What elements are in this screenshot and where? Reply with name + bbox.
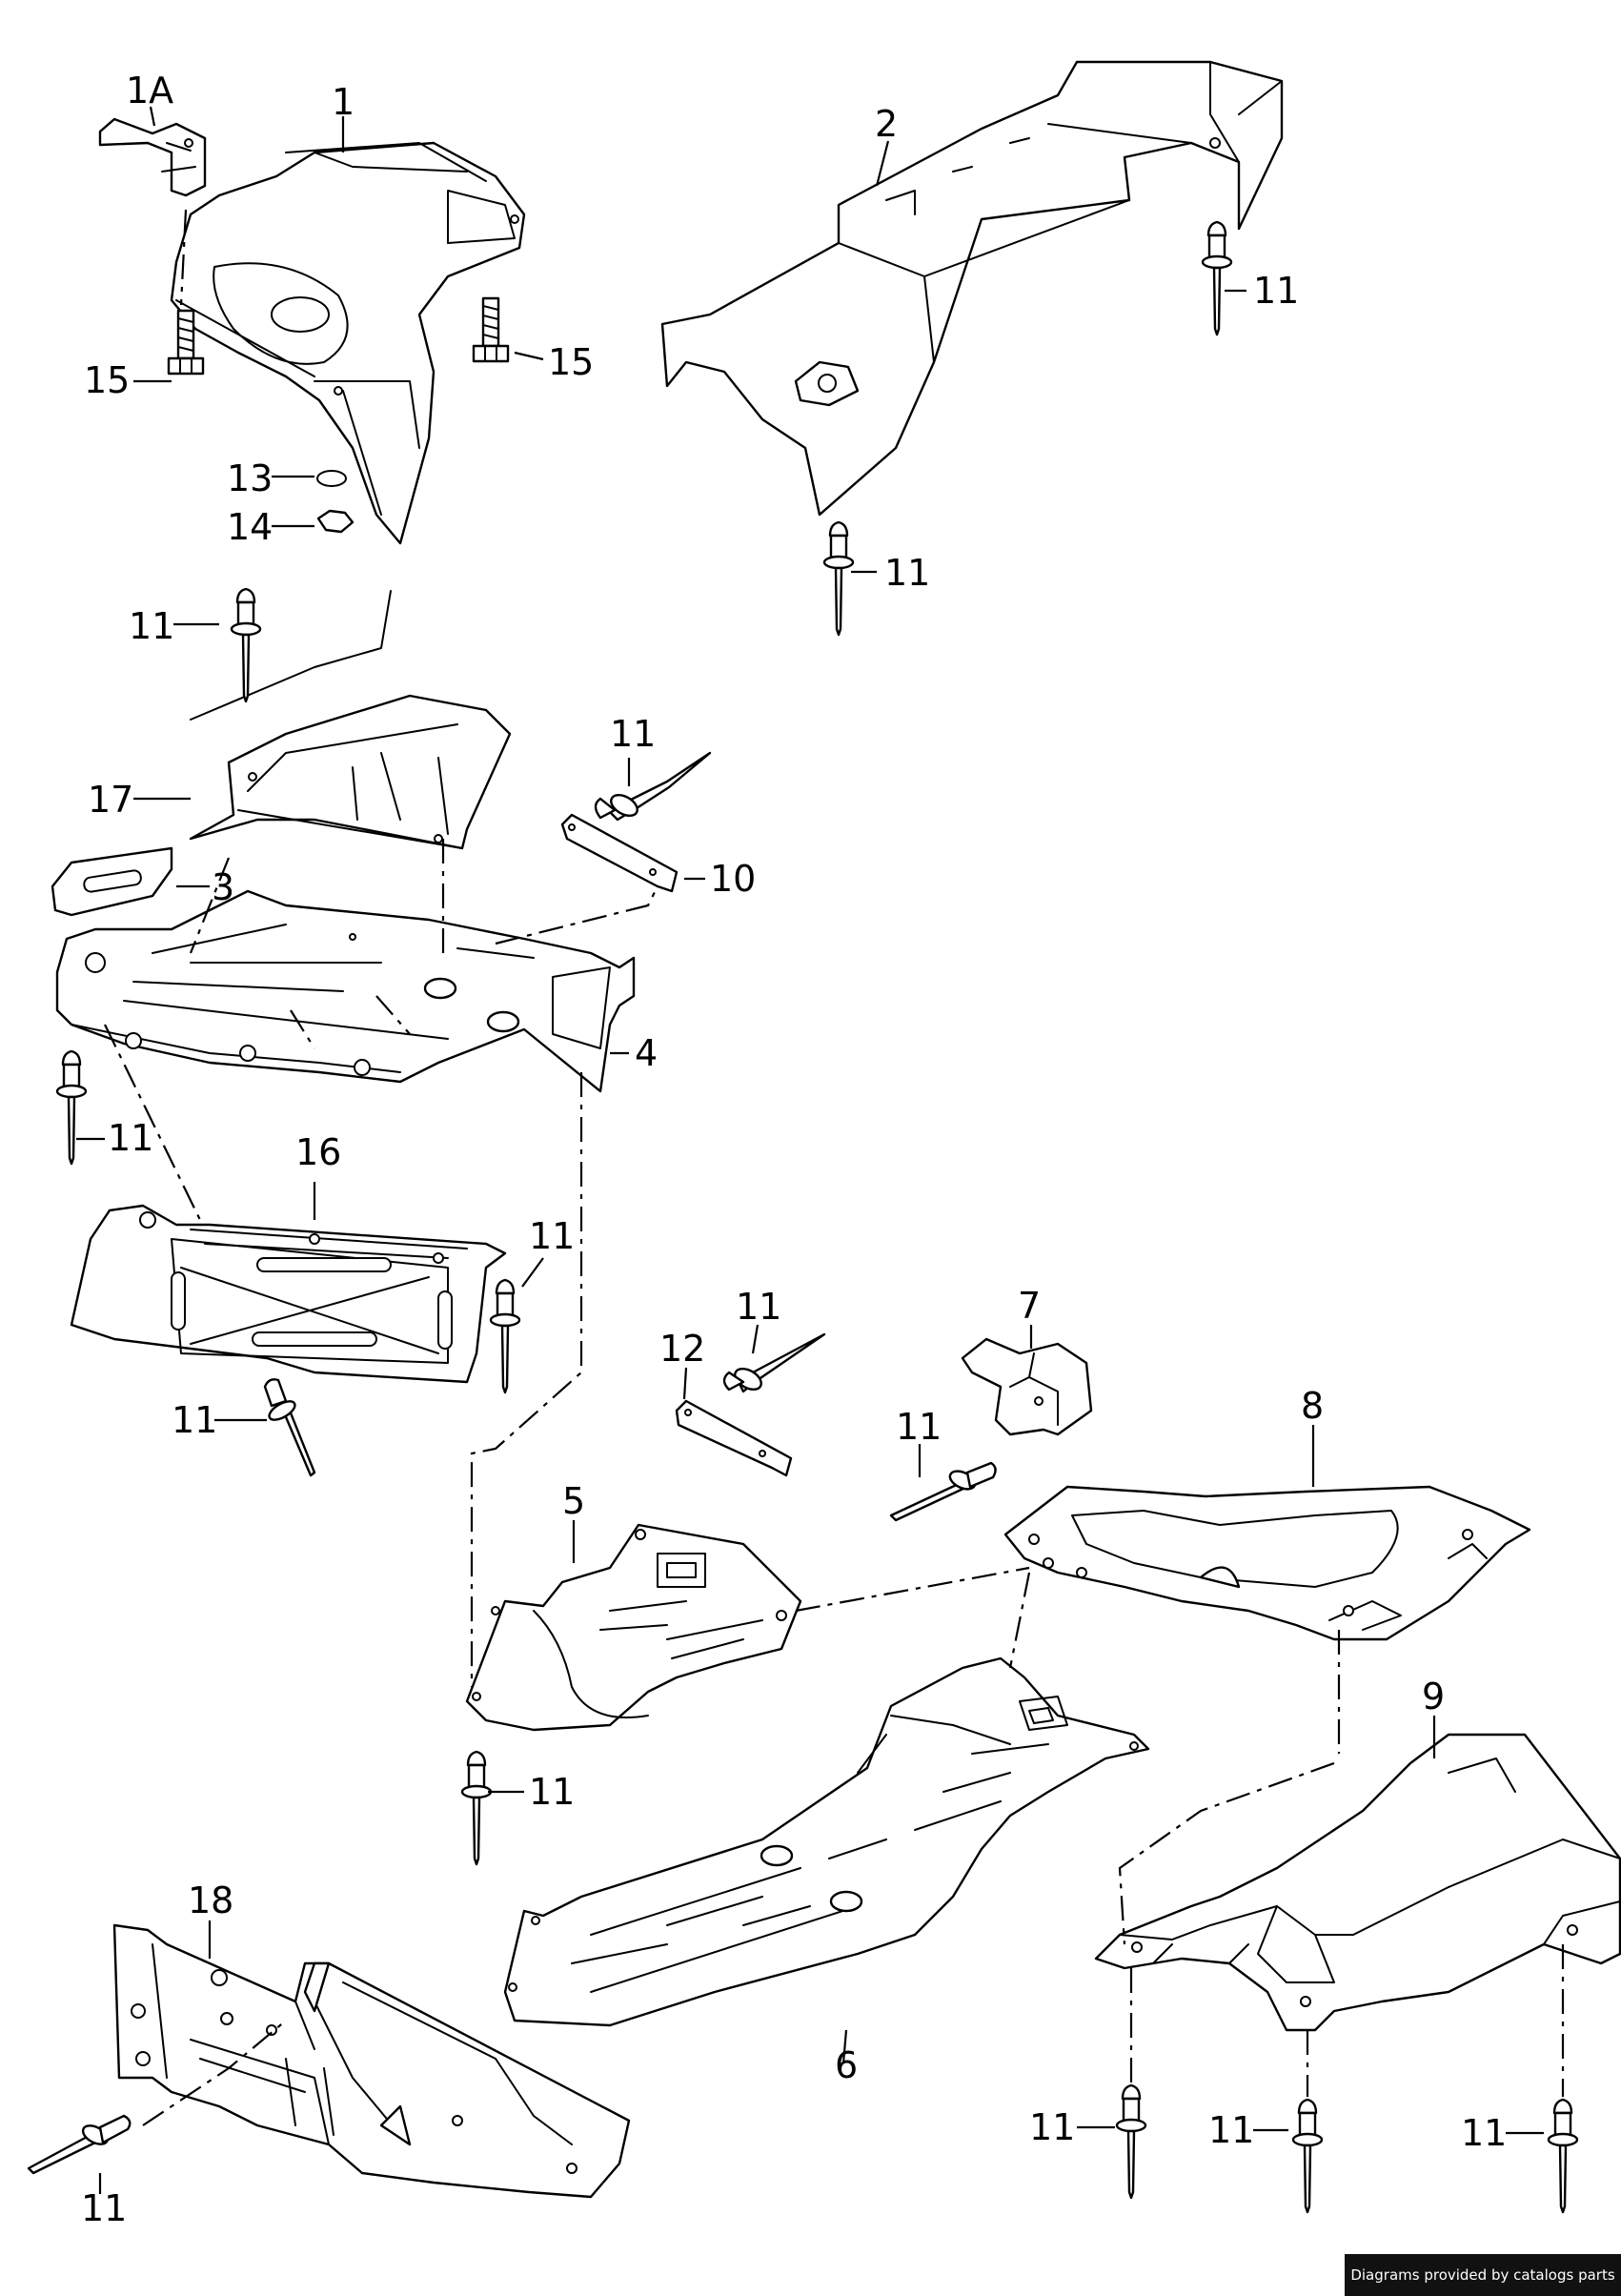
rivet-11-p18 xyxy=(27,2114,132,2175)
part-3-pad xyxy=(51,846,173,917)
part-1a-bracket xyxy=(98,117,207,197)
washer-13 xyxy=(316,470,347,487)
part-17-brace xyxy=(189,694,512,850)
relation-line xyxy=(495,885,659,945)
part-7-bracket xyxy=(961,1337,1093,1436)
callout-17: 17 xyxy=(88,779,133,821)
relation-line xyxy=(189,857,231,954)
callout-11-p4: 11 xyxy=(108,1117,153,1159)
relation-line xyxy=(375,995,411,1035)
callout-11-p16-right: 11 xyxy=(529,1215,575,1257)
part-12-bracket xyxy=(675,1399,793,1477)
part-1-housing xyxy=(170,141,526,545)
relation-line xyxy=(142,2020,287,2126)
diagram-credit: Diagrams provided by catalogs parts xyxy=(1345,2254,1621,2296)
leader-lines xyxy=(76,106,1544,2194)
relation-line xyxy=(1008,1572,1031,1669)
callout-labels: 1A 1 2 15 15 13 14 11 11 11 17 11 3 10 4… xyxy=(81,70,1507,2229)
callout-6: 6 xyxy=(835,2044,858,2086)
rivet-11-p9-right xyxy=(1547,2098,1579,2214)
part-16-frame xyxy=(70,1204,507,1384)
rivet-11-p17 xyxy=(230,587,262,703)
part-5-shield xyxy=(465,1523,802,1732)
rivet-11-p16-right xyxy=(489,1278,521,1394)
rivet-11-p16-bottom xyxy=(263,1378,316,1477)
rivet-11-p9-mid xyxy=(1291,2098,1324,2214)
callout-4: 4 xyxy=(635,1032,658,1074)
part-10-bracket xyxy=(560,813,679,893)
callout-11-p9-left: 11 xyxy=(1029,2106,1075,2148)
rivet-11-p5 xyxy=(460,1750,493,1866)
callout-7: 7 xyxy=(1018,1285,1041,1327)
callout-15-right: 15 xyxy=(548,341,594,383)
callout-11-p12: 11 xyxy=(736,1286,781,1328)
part-8-shield xyxy=(1003,1485,1531,1641)
callout-11-p18: 11 xyxy=(81,2187,127,2229)
rivet-11-p10 xyxy=(594,751,712,822)
nut-14 xyxy=(316,509,355,534)
callout-11-p9-right: 11 xyxy=(1461,2112,1507,2154)
callout-14: 14 xyxy=(227,506,273,548)
callout-2: 2 xyxy=(875,103,898,145)
rivet-11-p7 xyxy=(889,1461,997,1522)
callout-10: 10 xyxy=(710,858,756,900)
callout-11-p2-right: 11 xyxy=(1253,270,1299,312)
relation-line xyxy=(104,1024,201,1221)
callout-3: 3 xyxy=(212,866,234,908)
rivet-11-p12 xyxy=(722,1332,826,1393)
callout-15-left: 15 xyxy=(84,359,130,401)
part-4-plate xyxy=(55,889,636,1093)
part-2-shield xyxy=(660,60,1284,517)
rivet-11-p2-bottom xyxy=(822,520,855,637)
callout-11-p10: 11 xyxy=(610,713,656,755)
relation-line xyxy=(290,1009,315,1049)
callout-13: 13 xyxy=(227,457,273,499)
callout-16: 16 xyxy=(295,1131,341,1173)
rivet-11-p9-left xyxy=(1115,2083,1147,2200)
relation-line xyxy=(179,209,188,306)
callout-5: 5 xyxy=(562,1480,585,1522)
callout-1a: 1A xyxy=(126,70,173,112)
bolt-15-right xyxy=(472,296,510,363)
callout-18: 18 xyxy=(188,1879,233,1921)
body-outline-edge xyxy=(190,590,392,721)
callout-11-p16-bottom: 11 xyxy=(172,1399,217,1441)
rivet-11-p2-right xyxy=(1201,220,1233,336)
callout-11-p7: 11 xyxy=(896,1406,942,1448)
relation-line xyxy=(795,1566,1030,1613)
relation-line xyxy=(470,1072,583,1687)
callout-11-p2-bottom: 11 xyxy=(884,552,930,594)
callout-9: 9 xyxy=(1422,1676,1445,1717)
callout-12: 12 xyxy=(659,1328,705,1370)
part-9-shield xyxy=(1094,1733,1621,2032)
callout-11-p9-mid: 11 xyxy=(1208,2109,1254,2151)
rivet-11-p4 xyxy=(55,1049,88,1166)
callout-8: 8 xyxy=(1301,1385,1324,1427)
relation-line xyxy=(1118,1761,1335,1945)
callout-11-p17: 11 xyxy=(129,605,174,647)
part-6-floor xyxy=(503,1656,1150,2027)
part-18-panel xyxy=(112,1923,631,2199)
callout-11-p5: 11 xyxy=(529,1771,575,1813)
callout-1: 1 xyxy=(332,81,355,123)
